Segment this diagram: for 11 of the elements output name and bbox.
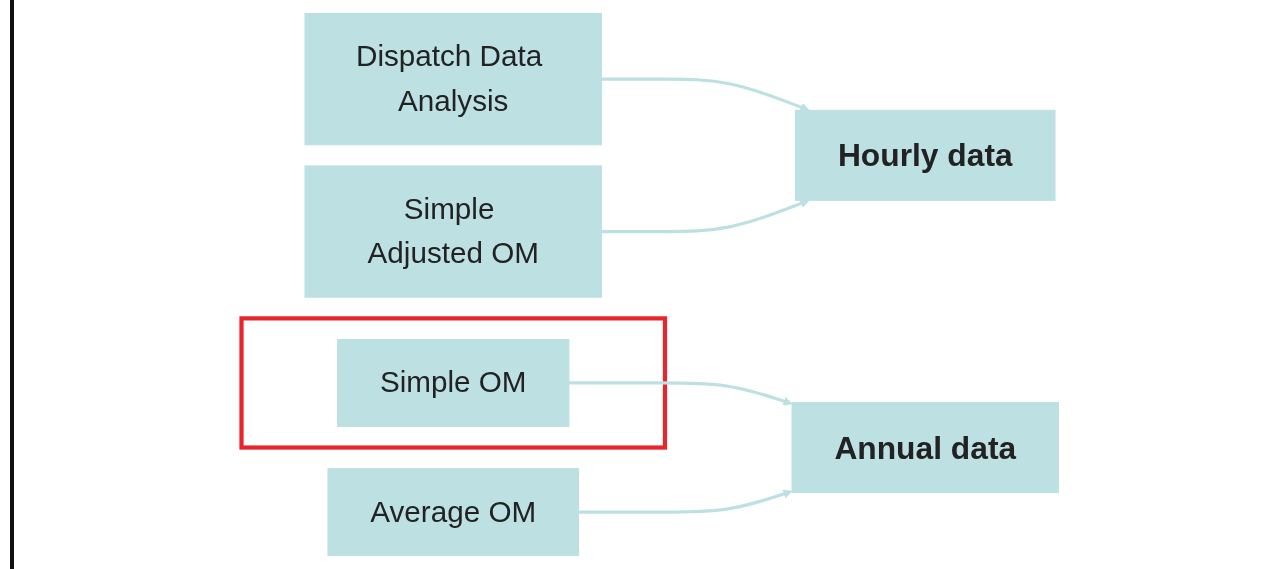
node-box: Simple Adjusted OM	[304, 165, 602, 298]
arrow	[601, 77, 810, 112]
cluster	[239, 316, 668, 450]
node-box: Annual data	[791, 402, 1060, 494]
node-box: Hourly data	[795, 109, 1056, 201]
node-box: Average OM	[327, 468, 580, 557]
arrow	[601, 199, 810, 234]
arrow	[568, 381, 793, 406]
node-box: Dispatch Data Analysis	[304, 12, 602, 146]
node-box: Simple OM	[337, 339, 570, 427]
arrow	[578, 489, 793, 514]
